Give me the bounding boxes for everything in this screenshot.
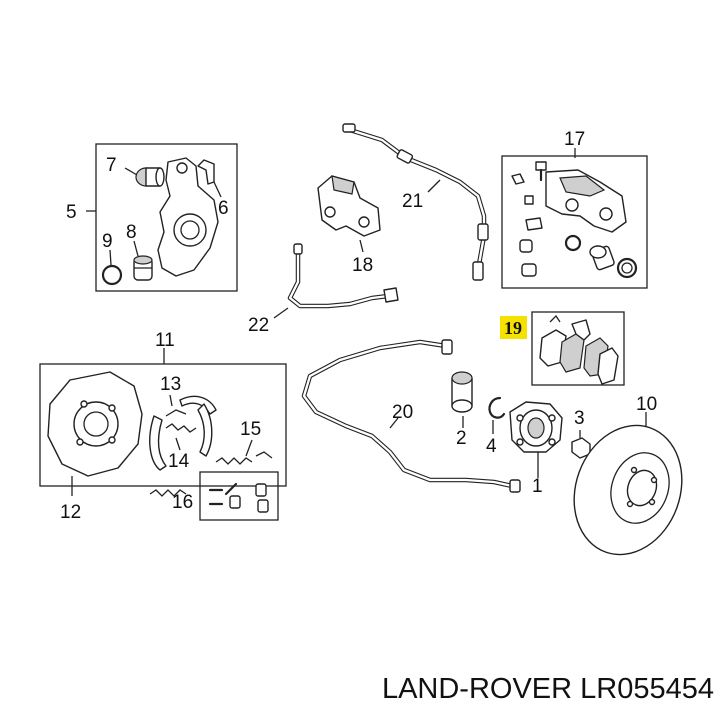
spring-14 xyxy=(165,423,197,433)
highlight-marker xyxy=(500,316,527,339)
brake-pads xyxy=(539,314,619,385)
callout-12: 12 xyxy=(60,502,81,523)
pad-group-box xyxy=(531,311,625,386)
callout-21: 21 xyxy=(402,191,423,212)
hardware-kit-16 xyxy=(199,471,279,521)
callout-16: 16 xyxy=(172,492,193,513)
callout-6: 6 xyxy=(218,198,229,219)
callout-9: 9 xyxy=(102,231,113,252)
drum-brake-group: 11 13 14 15 16 12 xyxy=(39,330,287,523)
brake-hose-21: 21 xyxy=(342,123,489,281)
spring-16 xyxy=(149,489,187,497)
callout-1: 1 xyxy=(532,476,543,497)
callout-8: 8 xyxy=(126,222,137,243)
hub-nut-3: 3 xyxy=(571,408,591,459)
callout-14: 14 xyxy=(168,451,190,472)
callout-7: 7 xyxy=(106,155,117,176)
callout-5: 5 xyxy=(66,202,77,223)
callout-3: 3 xyxy=(574,408,585,429)
knuckle-bore xyxy=(173,213,207,247)
knuckle-group: 7 6 8 9 5 xyxy=(66,143,238,292)
brake-shoes xyxy=(149,395,217,471)
callout-2: 2 xyxy=(456,428,467,449)
callout-20: 20 xyxy=(392,402,413,423)
spring-15 xyxy=(215,457,253,465)
bush-8 xyxy=(133,255,153,281)
wheel-hub-1: 1 xyxy=(509,401,563,497)
callout-22: 22 xyxy=(248,315,269,336)
abs-cable-20: 20 xyxy=(301,339,521,493)
bracket-6 xyxy=(197,159,215,185)
callout-10: 10 xyxy=(636,394,657,415)
piston xyxy=(589,245,615,271)
callout-4: 4 xyxy=(486,436,497,457)
callout-18: 18 xyxy=(352,255,373,276)
abs-sensor-22: 22 xyxy=(248,243,399,336)
part-number-caption: LAND-ROVER LR055454 xyxy=(382,673,714,705)
bush-7 xyxy=(135,167,165,187)
callout-19: 19 xyxy=(504,318,522,338)
pad-group: 19 xyxy=(500,311,625,386)
circlip-4: 4 xyxy=(486,396,506,457)
caliper-bracket-18: 18 xyxy=(317,175,381,276)
knuckle-group-box xyxy=(95,143,238,292)
callout-13: 13 xyxy=(160,374,181,395)
callout-11: 11 xyxy=(155,330,175,351)
hardware-kit-box xyxy=(199,471,279,521)
drum-brake-group-box xyxy=(39,363,287,487)
caliper-group: 17 xyxy=(501,129,648,289)
backing-plate-12 xyxy=(47,371,143,477)
wheel-bearing-2: 2 xyxy=(451,371,473,449)
callout-17: 17 xyxy=(564,129,585,150)
brake-disc-10: 10 xyxy=(573,394,683,556)
o-ring-9 xyxy=(101,264,123,286)
callout-15: 15 xyxy=(240,419,261,440)
